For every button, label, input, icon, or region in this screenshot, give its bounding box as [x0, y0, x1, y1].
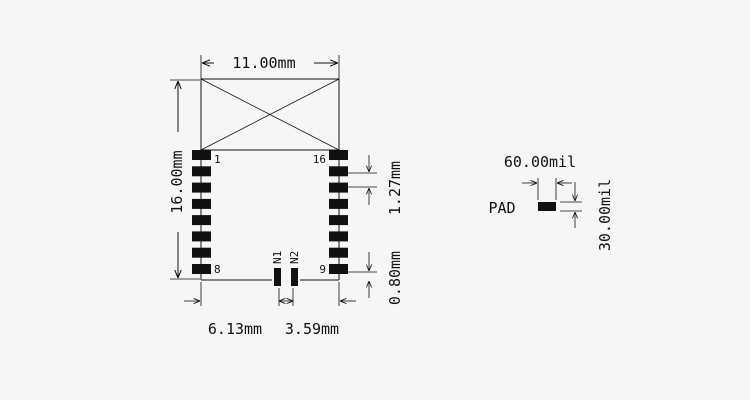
pad-width-label: 60.00mil [504, 153, 576, 171]
right-pad-7 [329, 247, 348, 258]
left-pad-6 [192, 231, 211, 242]
bottom-offset-dimension: 6.13mm 3.59mm [184, 282, 356, 338]
pin-9-label: 9 [319, 263, 326, 276]
module-outline [200, 78, 340, 281]
left-pad-3 [192, 182, 211, 193]
pad-sample [538, 202, 556, 211]
right-pad-4 [329, 198, 348, 209]
pad-name-label: PAD [488, 199, 515, 217]
left-offset-label: 6.13mm [208, 320, 262, 338]
center-pads: N1 N2 [271, 251, 301, 306]
left-pad-7 [192, 247, 211, 258]
height-label: 16.00mm [168, 150, 186, 213]
pad-n2-label: N2 [288, 251, 301, 264]
left-pad-4 [192, 198, 211, 209]
center-gap-label: 3.59mm [285, 320, 339, 338]
pad-spec: 60.00mil PAD 30.00mil [488, 153, 614, 251]
pitch-dimension: 1.27mm [347, 155, 404, 215]
bottom-gap-label: 0.80mm [386, 251, 404, 305]
right-pad-3 [329, 182, 348, 193]
left-pad-8 [192, 264, 211, 274]
pad-n1-label: N1 [271, 251, 284, 264]
pad-n2 [291, 268, 298, 286]
pad-n1 [274, 268, 281, 286]
right-pad-2 [329, 166, 348, 177]
width-label: 11.00mm [232, 54, 295, 72]
pin-8-label: 8 [214, 263, 221, 276]
left-pad-2 [192, 166, 211, 177]
right-pad-6 [329, 231, 348, 242]
pad-height-label: 30.00mil [596, 179, 614, 251]
height-dimension: 16.00mm [168, 79, 200, 280]
width-dimension: 11.00mm [200, 54, 340, 80]
pin-16-label: 16 [313, 153, 326, 166]
bottom-gap-dimension: 0.80mm [347, 251, 404, 305]
left-pad-5 [192, 215, 211, 226]
right-pad-8 [329, 264, 348, 274]
left-pad-1 [192, 150, 211, 160]
pitch-label: 1.27mm [386, 161, 404, 215]
pin-1-label: 1 [214, 153, 221, 166]
right-pad-column [329, 150, 348, 274]
left-pad-column [192, 150, 211, 274]
right-pad-1 [329, 150, 348, 160]
right-pad-5 [329, 215, 348, 226]
